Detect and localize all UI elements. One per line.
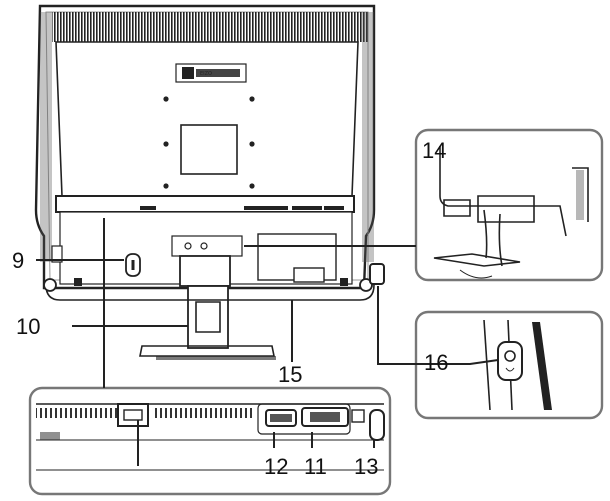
cable-holder bbox=[45, 284, 375, 301]
inset-power-switch-detail bbox=[414, 310, 604, 420]
top-vent-grille bbox=[52, 12, 368, 42]
connector-rail bbox=[55, 195, 355, 213]
inset-connector-panel bbox=[28, 386, 392, 496]
vesa-mount bbox=[163, 96, 255, 189]
inset-stand-detail bbox=[414, 128, 604, 282]
logo-label: EIZO bbox=[175, 63, 247, 83]
power-switch bbox=[369, 263, 385, 285]
monitor-rear-view: EIZO bbox=[34, 4, 385, 360]
callout-12: 12 bbox=[264, 454, 288, 479]
security-lock-slot bbox=[125, 253, 141, 277]
callout-13: 13 bbox=[354, 454, 378, 479]
callout-14: 14 bbox=[422, 138, 446, 163]
callout-16: 16 bbox=[424, 350, 448, 375]
callout-9: 9 bbox=[12, 248, 24, 273]
callout-15: 15 bbox=[278, 362, 302, 387]
callout-11: 11 bbox=[304, 454, 327, 479]
side-panel-left bbox=[51, 245, 63, 263]
leader-lines bbox=[36, 218, 499, 466]
logo-text: EIZO bbox=[200, 71, 212, 77]
callout-10: 10 bbox=[16, 314, 40, 339]
stand bbox=[139, 255, 276, 360]
